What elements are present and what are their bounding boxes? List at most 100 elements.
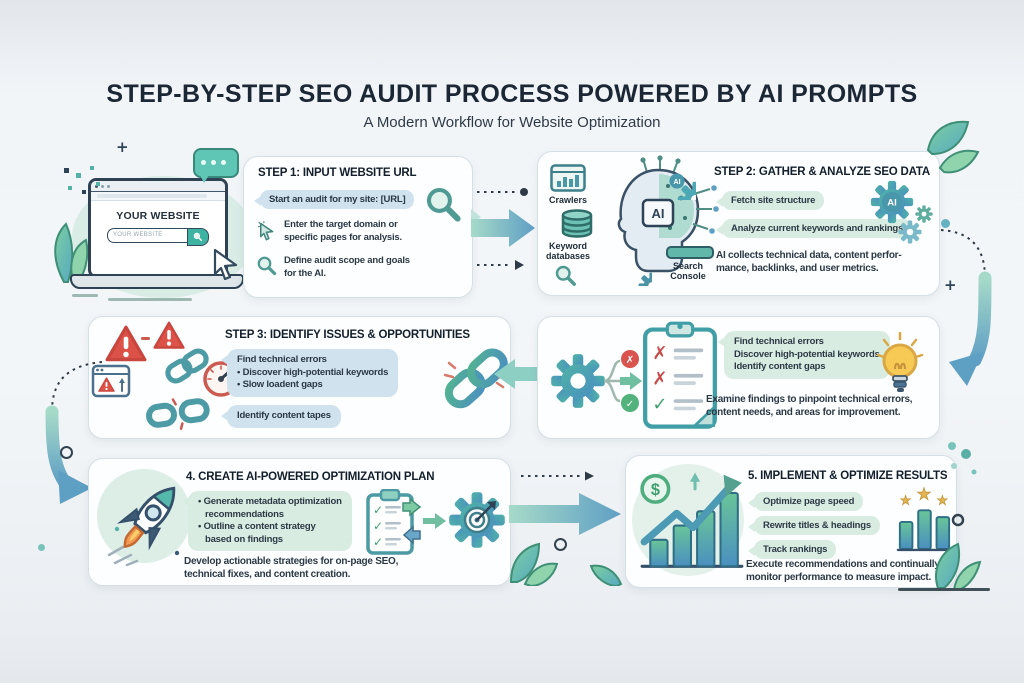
step4-desc: Develop actionable strategies for on-pag… <box>184 556 399 580</box>
lightbulb-icon <box>876 331 924 392</box>
ring-decor-mid <box>554 538 567 551</box>
svg-text:AI: AI <box>673 178 680 186</box>
database-icon <box>561 209 593 238</box>
connector-3-4 <box>45 361 103 504</box>
svg-text:$: $ <box>651 481 660 499</box>
svg-text:✓: ✓ <box>373 535 383 549</box>
svg-text:✗: ✗ <box>652 343 667 364</box>
svg-text:✓: ✓ <box>373 503 383 517</box>
plus-decor-2: + <box>944 276 957 294</box>
rocket-icon <box>107 486 180 567</box>
gear-small-icon <box>624 258 652 286</box>
ground-line-right <box>898 588 990 591</box>
keyword-db-label: Keyword databases <box>545 241 591 261</box>
browser-error-icon <box>91 364 131 398</box>
ring-decor-left <box>60 446 73 459</box>
broken-link-highlight-icon <box>443 348 509 409</box>
ai-chip-label: AI <box>652 206 665 221</box>
decor-dots-bottomright <box>948 442 977 527</box>
crawlers-label: Crawlers <box>548 195 588 205</box>
step2-card: Crawlers Keyword databases <box>537 151 940 296</box>
step2-title: STEP 2: GATHER & ANALYZE SEO DATA <box>714 166 930 178</box>
laptop-screen: YOUR WEBSITE YOUR WEBSITE <box>88 178 228 278</box>
page-title: STEP-BY-STEP SEO AUDIT PROCESS POWERED B… <box>106 80 918 108</box>
step5-pill2: Rewrite titles & headings <box>748 516 880 535</box>
chat-bubble-icon <box>193 148 239 183</box>
analysis-bubble: Find technical errors Discover high-pote… <box>718 331 890 379</box>
page-subtitle: A Modern Workflow for Website Optimizati… <box>363 114 661 131</box>
connector-1-2 <box>471 188 535 270</box>
magnifier-small-icon <box>256 255 278 277</box>
step1-bullet2-line2: for the AI. <box>284 267 326 279</box>
svg-text:✓: ✓ <box>652 394 667 415</box>
connector-4-5 <box>509 471 623 586</box>
leaves-topright-icon <box>926 120 980 174</box>
decor-dot-right <box>941 219 950 228</box>
analysis-card: ✗ ✓ ✗ ✗ ✓ Find technical errors Discover… <box>537 316 940 439</box>
step3-bubble1: Find technical errors • Discover high-po… <box>220 349 399 397</box>
step1-bullet1-line1: Enter the target domain or <box>284 219 398 230</box>
svg-text:★: ★ <box>917 485 932 504</box>
step4-title: 4. CREATE AI-POWERED OPTIMIZATION PLAN <box>186 471 435 483</box>
step5-desc: Execute recommendations and continually … <box>746 559 940 583</box>
step1-bullet1-line2: specific pages for analysis. <box>284 231 402 243</box>
step2-desc: AI collects technical data, content perf… <box>716 250 902 274</box>
step5-card: $ 5. IMPLEMENT & OPTIMIZE RESULTS Optimi… <box>625 455 957 588</box>
svg-text:✗: ✗ <box>626 355 634 366</box>
step4-bubble: • Generate metadata optimization recomme… <box>182 491 352 551</box>
ai-head-illustration: AI <box>617 155 719 273</box>
audit-checklist-icon: ✗ ✗ ✓ <box>643 321 717 429</box>
browser-urlbar <box>91 192 225 201</box>
warning-triangle-small-icon <box>153 321 185 351</box>
search-console-bar <box>666 246 714 259</box>
search-icon <box>193 232 203 242</box>
step2-pill1: Fetch site structure <box>715 191 825 210</box>
magnifier-step2-icon <box>554 264 578 288</box>
svg-text:★: ★ <box>900 493 911 508</box>
svg-text:✗: ✗ <box>652 368 667 389</box>
step3-bubble2: Identify content tapes <box>221 405 341 428</box>
ai-gear-icon: AI <box>669 173 696 200</box>
step1-prompt-pill: Start an audit for my site: [URL] <box>253 190 415 209</box>
magnifier-icon <box>424 185 464 225</box>
decor-dots-topleft <box>64 166 100 194</box>
warning-triangle-icon <box>105 325 147 364</box>
ai-gears-cluster-icon: AI <box>870 180 933 244</box>
connector-analysis-3 <box>494 359 544 389</box>
step1-card-tail <box>471 209 481 225</box>
ground-dash-1 <box>72 294 98 297</box>
step1-card: STEP 1: INPUT WEBSITE URL Start an audit… <box>243 156 481 298</box>
search-console-label: Search Console <box>670 261 706 281</box>
plant-leaves-icon <box>54 222 89 284</box>
crawlers-icon <box>550 164 586 192</box>
step3-title: STEP 3: IDENTIFY ISSUES & OPPORTUNITIES <box>225 329 470 341</box>
ranking-bars-stars-icon: ★ ★ ★ <box>896 484 952 552</box>
step1-bullet2-line1: Define audit scope and goals <box>284 255 410 266</box>
growth-chart-icon: $ <box>640 472 744 568</box>
ground-dash-2 <box>108 298 192 301</box>
gear-target-icon <box>449 492 505 548</box>
analysis-desc: Examine findings to pinpoint technical e… <box>706 394 913 418</box>
step4-card: 4. CREATE AI-POWERED OPTIMIZATION PLAN •… <box>88 458 511 586</box>
decor-dot-bottomleft <box>38 544 45 551</box>
step5-pill1: Optimize page speed <box>747 492 864 511</box>
connector-2-3 <box>940 229 992 386</box>
plan-checklist-icon: ✓ ✓ ✓ <box>366 489 422 555</box>
svg-text:★: ★ <box>937 493 948 508</box>
leaves-bottomright-icon <box>935 542 982 591</box>
svg-text:AI: AI <box>887 198 897 209</box>
step2-pill2: Analyze current keywords and rankings <box>715 219 913 238</box>
cursor-bullet-icon <box>257 221 274 241</box>
svg-text:✓: ✓ <box>373 519 383 533</box>
svg-text:✓: ✓ <box>626 399 634 410</box>
step1-bullet1: Enter the target domain or specific page… <box>284 219 402 244</box>
cursor-icon <box>213 248 238 280</box>
red-dash-decor <box>141 337 150 340</box>
laptop-site-title: YOUR WEBSITE <box>116 210 200 222</box>
gear-decision-icon: ✗ ✓ <box>551 350 642 412</box>
broken-chain-icon <box>146 398 210 430</box>
step5-title: 5. IMPLEMENT & OPTIMIZE RESULTS <box>748 470 948 482</box>
plus-decor-1: + <box>116 138 129 156</box>
step5-pill3: Track rankings <box>747 540 837 559</box>
